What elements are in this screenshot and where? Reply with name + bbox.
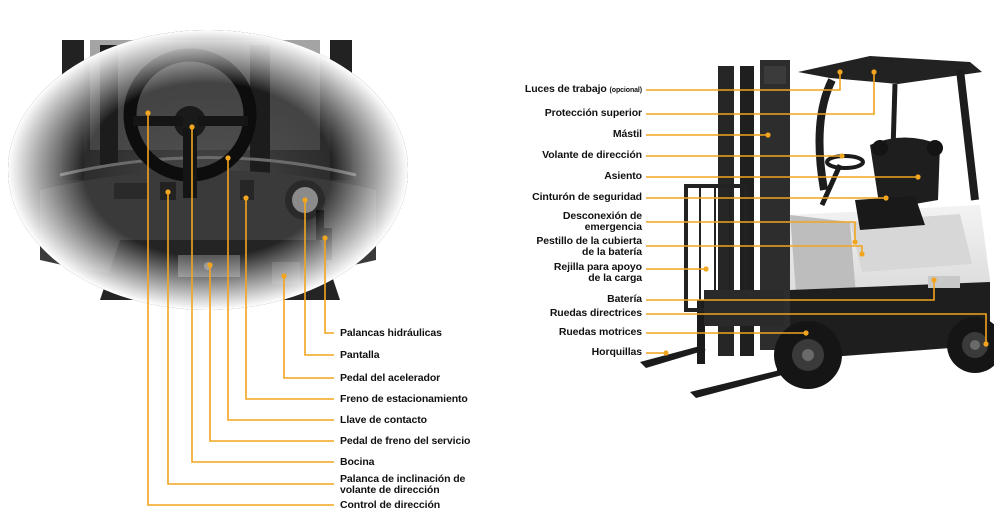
- leader-control-direccion: [147, 113, 334, 506]
- truck-leader-lines: [646, 69, 989, 356]
- leader-pestillo: [646, 245, 863, 254]
- cabin-leader-lines: [145, 110, 334, 506]
- label-ruedas-directrices: Ruedas directrices: [549, 307, 642, 319]
- label-luces-trabajo-text: Luces de trabajo: [524, 83, 607, 95]
- label-desconexion-line2: emergencia: [584, 221, 642, 233]
- leader-bocina: [191, 127, 334, 463]
- label-pestillo-line2: de la batería: [582, 246, 642, 258]
- label-rejilla-carga: Rejilla para apoyo de la carga: [554, 262, 642, 284]
- label-asiento: Asiento: [604, 170, 642, 182]
- leader-freno-estacionamiento: [245, 198, 334, 400]
- leader-desconexion: [646, 221, 856, 242]
- leader-pantalla: [304, 200, 334, 356]
- label-bocina: Bocina: [340, 456, 375, 468]
- label-rejilla-line2: de la carga: [588, 272, 642, 284]
- leader-pedal-freno-servicio: [209, 265, 334, 442]
- label-pestillo-line1: Pestillo de la cubierta: [536, 235, 642, 247]
- label-palanca-inclinacion-line1: Palanca de inclinación de: [340, 473, 466, 485]
- leader-luces-trabajo: [646, 72, 841, 91]
- label-control-direccion: Control de dirección: [340, 499, 441, 511]
- label-ruedas-motrices: Ruedas motrices: [558, 326, 642, 338]
- label-volante-direccion: Volante de dirección: [542, 149, 642, 161]
- leader-pedal-acelerador: [283, 276, 334, 379]
- label-llave-contacto: Llave de contacto: [340, 414, 427, 426]
- leader-proteccion-superior: [646, 72, 875, 115]
- label-bateria: Batería: [607, 293, 642, 305]
- label-pantalla: Pantalla: [340, 349, 380, 361]
- label-freno-estacionamiento: Freno de estacionamiento: [340, 393, 468, 405]
- forklift-icon: [640, 56, 994, 398]
- label-pedal-freno-servicio: Pedal de freno del servicio: [340, 435, 471, 447]
- label-luces-trabajo-note: (opcional): [609, 87, 643, 94]
- label-palanca-inclinacion: Palanca de inclinación de volante de dir…: [340, 474, 465, 496]
- label-pedal-acelerador: Pedal del acelerador: [340, 372, 441, 384]
- label-mastil: Mástil: [612, 128, 642, 140]
- label-luces-trabajo: Luces de trabajo (opcional): [525, 84, 642, 96]
- label-desconexion-emergencia: Desconexión de emergencia: [563, 211, 642, 233]
- cabin-illustration: [8, 30, 408, 310]
- label-desconexion-line1: Desconexión de: [562, 210, 642, 222]
- leader-palancas-hidraulicas: [324, 238, 334, 334]
- label-palancas-hidraulicas: Palancas hidráulicas: [340, 327, 442, 339]
- label-cinturon-seguridad: Cinturón de seguridad: [532, 191, 642, 203]
- leader-ruedas-directrices: [646, 313, 987, 344]
- label-rejilla-line1: Rejilla para apoyo: [553, 261, 642, 273]
- label-proteccion-superior: Protección superior: [544, 107, 642, 119]
- leader-bateria: [646, 280, 935, 301]
- leader-llave-contacto: [227, 158, 334, 421]
- label-horquillas: Horquillas: [591, 346, 642, 358]
- label-palanca-inclinacion-line2: volante de dirección: [340, 484, 440, 496]
- label-pestillo-cubierta: Pestillo de la cubierta de la batería: [536, 236, 642, 258]
- leader-palanca-inclinacion: [167, 192, 334, 485]
